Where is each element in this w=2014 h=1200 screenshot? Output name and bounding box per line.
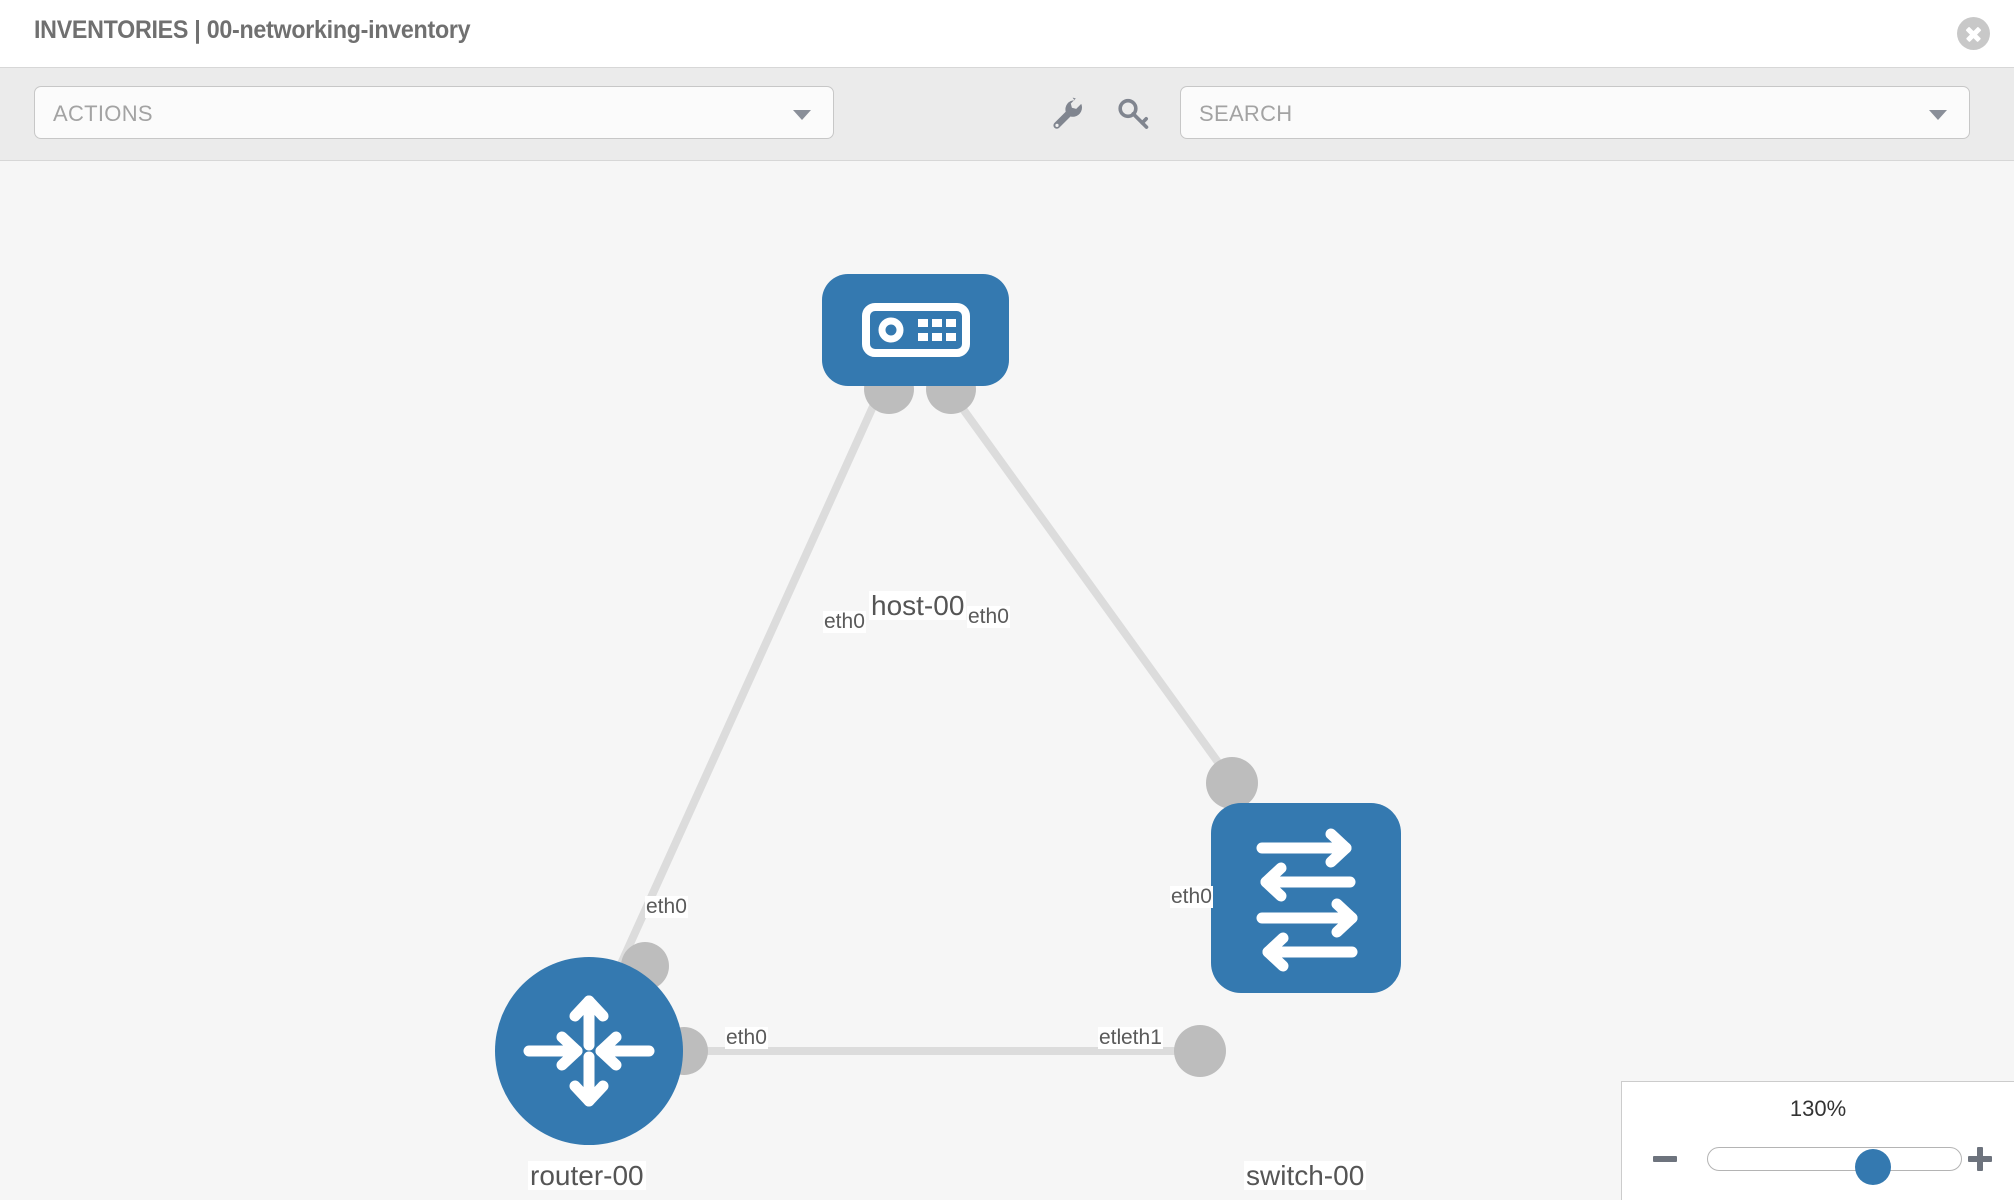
link-host-router	[616, 389, 884, 968]
wrench-icon[interactable]	[1049, 96, 1085, 132]
actions-dropdown-label: ACTIONS	[53, 101, 153, 126]
iface-label-switch-up: eth0	[1170, 885, 1213, 909]
node-label-switch-00: switch-00	[1244, 1160, 1367, 1191]
search-placeholder: SEARCH	[1199, 101, 1293, 126]
port-switch-left	[1174, 1025, 1226, 1077]
topology-links	[616, 388, 1232, 1055]
node-label-host-00: host-00	[869, 590, 967, 621]
search-input[interactable]: SEARCH	[1180, 86, 1970, 139]
actions-dropdown[interactable]: ACTIONS	[34, 86, 834, 139]
page-title: INVENTORIES | 00-networking-inventory	[34, 16, 471, 44]
zoom-slider-row	[1622, 1140, 2014, 1185]
close-icon[interactable]	[1957, 17, 1990, 50]
iface-label-router-right: eth0	[725, 1026, 768, 1050]
chevron-down-icon	[1929, 110, 1947, 120]
router-arrows-icon	[523, 995, 655, 1107]
server-icon	[862, 303, 970, 357]
topology-canvas[interactable]: host-00 router-00 switch-00 eth0 eth0 et…	[0, 161, 2014, 1200]
zoom-slider-thumb[interactable]	[1855, 1149, 1891, 1185]
zoom-out-button[interactable]	[1650, 1144, 1680, 1174]
node-router-00-shape	[495, 957, 683, 1145]
chevron-down-icon	[793, 110, 811, 120]
node-switch-00-body	[1211, 803, 1401, 993]
zoom-level-value: 130%	[1789, 1096, 1847, 1121]
key-icon[interactable]	[1116, 96, 1152, 132]
node-host-00-shape	[822, 274, 1009, 386]
iface-label-router-up: eth0	[645, 895, 688, 919]
node-host-00	[822, 274, 1009, 386]
topology-ports	[621, 364, 1258, 1077]
topology-svg	[495, 274, 1401, 1145]
zoom-control-panel: 130%	[1621, 1081, 2014, 1200]
iface-label-host-right: eth0	[967, 605, 1010, 629]
zoom-slider-track[interactable]	[1707, 1147, 1962, 1185]
zoom-in-button[interactable]	[1965, 1144, 1995, 1174]
port-switch-up	[1206, 757, 1258, 809]
link-host-switch	[946, 388, 1232, 779]
iface-label-host-left: eth0	[823, 610, 866, 634]
node-switch-00	[1211, 803, 1401, 993]
node-label-router-00: router-00	[528, 1160, 646, 1191]
toolbar: ACTIONS SEARCH	[0, 68, 2014, 161]
node-router-00	[495, 957, 683, 1145]
page-header: INVENTORIES | 00-networking-inventory	[0, 0, 2014, 68]
switch-arrows-icon	[1256, 828, 1358, 972]
iface-label-switch-left-eth1: eth1	[1120, 1026, 1163, 1050]
